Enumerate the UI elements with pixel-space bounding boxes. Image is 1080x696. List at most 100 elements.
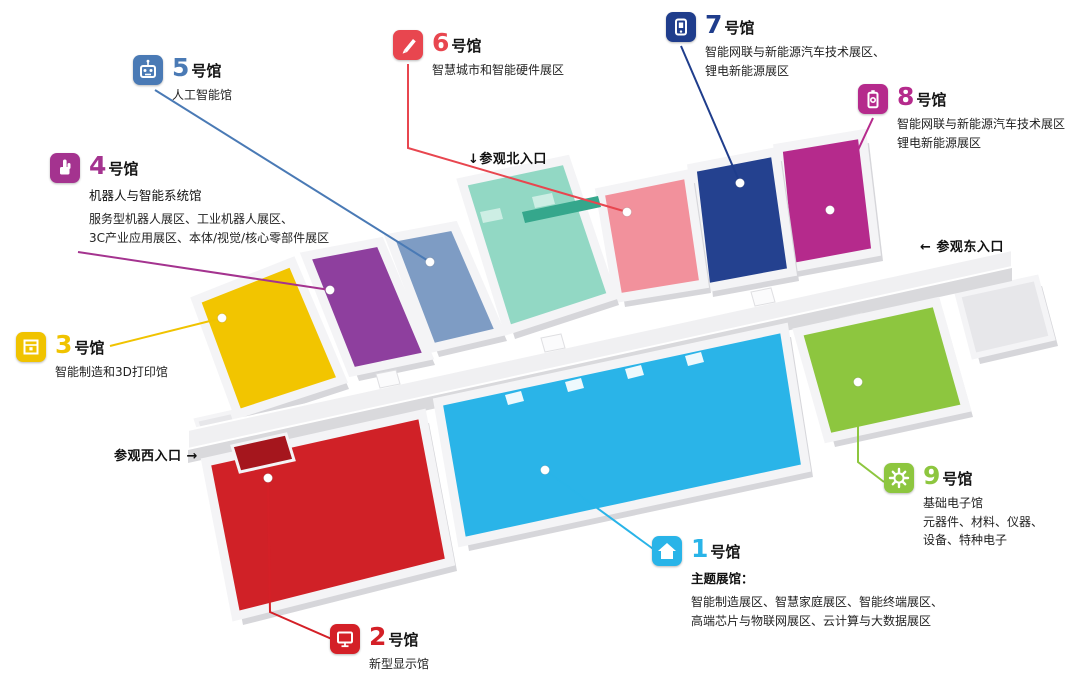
hall-7-dot xyxy=(735,178,745,188)
hall-number: 6 xyxy=(432,28,450,57)
doorway xyxy=(625,365,644,379)
hall-4-block xyxy=(299,236,435,381)
leader-line-hall-4 xyxy=(77,251,331,291)
hall-1-dot xyxy=(540,465,550,475)
device-icon xyxy=(666,12,696,42)
leader-line-hall-5 xyxy=(154,89,431,263)
hall-number: 2 xyxy=(369,622,387,651)
hall-3-dot xyxy=(217,313,227,323)
hall-4-desc: 服务型机器人展区、工业机器人展区、 3C产业应用展区、本体/视觉/核心零部件展区 xyxy=(89,210,329,247)
pen-icon xyxy=(393,30,423,60)
connector-stub xyxy=(540,333,566,353)
hall-2-annex xyxy=(230,432,296,474)
hall-suffix: 号馆 xyxy=(108,160,139,178)
desc-line: 智能制造展区、智慧家庭展区、智能终端展区、 xyxy=(691,595,944,609)
hall-3-title: 3 号馆 xyxy=(55,332,168,357)
hall-3-block xyxy=(190,256,349,423)
leader-line-hall-6 xyxy=(407,64,628,213)
hall-8-title: 8 号馆 xyxy=(897,84,1065,109)
hall-7-block xyxy=(687,146,799,297)
hall-1-label: 1 号馆 主题展馆： 智能制造展区、智慧家庭展区、智能终端展区、 高端芯片与物联… xyxy=(652,536,943,630)
hall-9-dot xyxy=(853,377,863,387)
hall-6-floor xyxy=(594,168,710,304)
desc-line: 高端芯片与物联网展区、云计算与大数据展区 xyxy=(691,613,932,628)
hall-9-floor xyxy=(792,296,972,444)
display-icon xyxy=(330,624,360,654)
desc-line: 新型显示馆 xyxy=(369,657,430,671)
desc-line: 智能网联与新能源汽车技术展区 xyxy=(897,117,1066,131)
desc-line: 3C产业应用展区、本体/视觉/核心零部件展区 xyxy=(89,230,330,245)
hall-5-block xyxy=(383,220,507,357)
hall-suffix: 号馆 xyxy=(388,631,419,649)
desc-line: 人工智能馆 xyxy=(172,88,233,102)
hand-icon xyxy=(50,153,80,183)
hall-4-label: 4 号馆 机器人与智能系统馆 服务型机器人展区、工业机器人展区、 3C产业应用展… xyxy=(50,153,329,247)
hall-9-block xyxy=(792,296,973,447)
printer-3d-icon xyxy=(16,332,46,362)
leader-lines xyxy=(77,45,885,641)
hall-suffix: 号馆 xyxy=(710,543,741,561)
leader-line-hall-3 xyxy=(109,317,223,347)
doorway xyxy=(505,391,524,405)
hall-number: 4 xyxy=(89,151,107,180)
hall-4-subtitle: 机器人与智能系统馆 xyxy=(89,188,202,203)
desc-line: 智慧城市和智能硬件展区 xyxy=(432,63,565,77)
east-entrance-label: ← 参观东入口 xyxy=(920,240,1004,255)
hall-1-desc: 智能制造展区、智慧家庭展区、智能终端展区、 高端芯片与物联网展区、云计算与大数据… xyxy=(691,593,943,630)
hall-5-desc: 人工智能馆 xyxy=(172,86,232,105)
hall-number: 5 xyxy=(172,53,190,82)
hall-2-dot xyxy=(263,473,273,483)
hall-6-title: 6 号馆 xyxy=(432,30,564,55)
anchor-dots xyxy=(217,178,863,483)
hall-8-desc: 智能网联与新能源汽车技术展区 锂电新能源展区 xyxy=(897,115,1065,152)
hall-number: 3 xyxy=(55,330,73,359)
hall-7-desc: 智能网联与新能源汽车技术展区、 锂电新能源展区 xyxy=(705,43,885,80)
hall-7-title: 7 号馆 xyxy=(705,12,885,37)
desc-line: 元器件、材料、仪器、 xyxy=(923,514,1044,529)
hall-5-dot xyxy=(425,257,435,267)
hall-3-floor xyxy=(190,256,349,420)
east-gray-block-floor xyxy=(954,274,1056,360)
hall-8-label: 8 号馆 智能网联与新能源汽车技术展区 锂电新能源展区 xyxy=(858,84,1065,152)
east-gray-block xyxy=(954,274,1058,364)
north-entrance-label: ↓参观北入口 xyxy=(468,152,547,167)
hall-number: 8 xyxy=(897,82,915,111)
hall-suffix: 号馆 xyxy=(451,37,482,55)
hall-6-label: 6 号馆 智慧城市和智能硬件展区 xyxy=(393,30,564,80)
hall-suffix: 号馆 xyxy=(942,470,973,488)
doorway xyxy=(565,378,584,392)
hall-1-title: 1 号馆 xyxy=(691,536,943,561)
hall-4-floor xyxy=(299,236,435,378)
robot-icon xyxy=(133,55,163,85)
desc-line: 基础电子馆 xyxy=(923,496,984,510)
hall-5-label: 5 号馆 人工智能馆 xyxy=(133,55,232,105)
desc-line: 服务型机器人展区、工业机器人展区、 xyxy=(89,212,294,226)
hall-5-title: 5 号馆 xyxy=(172,55,232,80)
hall-suffix: 号馆 xyxy=(724,19,755,37)
hall-7-label: 7 号馆 智能网联与新能源汽车技术展区、 锂电新能源展区 xyxy=(666,12,885,80)
desc-line: 智能制造和3D打印馆 xyxy=(55,365,168,379)
hall-3-label: 3 号馆 智能制造和3D打印馆 xyxy=(16,332,168,382)
leader-line-hall-1 xyxy=(544,469,657,552)
hall-5-floor xyxy=(383,220,507,354)
hall-2-block xyxy=(200,408,457,625)
hall-suffix: 号馆 xyxy=(916,91,947,109)
north-entrance-hall-divider xyxy=(522,196,601,223)
hall-2-desc: 新型显示馆 xyxy=(369,655,429,674)
desc-line: 智能网联与新能源汽车技术展区、 xyxy=(705,45,886,59)
hall-1-subtitle: 主题展馆： xyxy=(691,571,754,586)
battery-icon xyxy=(858,84,888,114)
leader-line-hall-9 xyxy=(857,382,885,483)
hall-4-title: 4 号馆 xyxy=(89,153,329,178)
hall-suffix: 号馆 xyxy=(74,339,105,357)
hall-number: 7 xyxy=(705,10,723,39)
hall-4-dot xyxy=(325,285,335,295)
desc-line: 锂电新能源展区 xyxy=(705,63,790,78)
hall-1-floor xyxy=(432,322,812,548)
leader-line-hall-8 xyxy=(829,117,874,211)
desc-line: 锂电新能源展区 xyxy=(897,135,982,150)
hall-3-desc: 智能制造和3D打印馆 xyxy=(55,363,168,382)
corridor-top-face xyxy=(187,248,1013,451)
hall-9-title: 9 号馆 xyxy=(923,463,1043,488)
